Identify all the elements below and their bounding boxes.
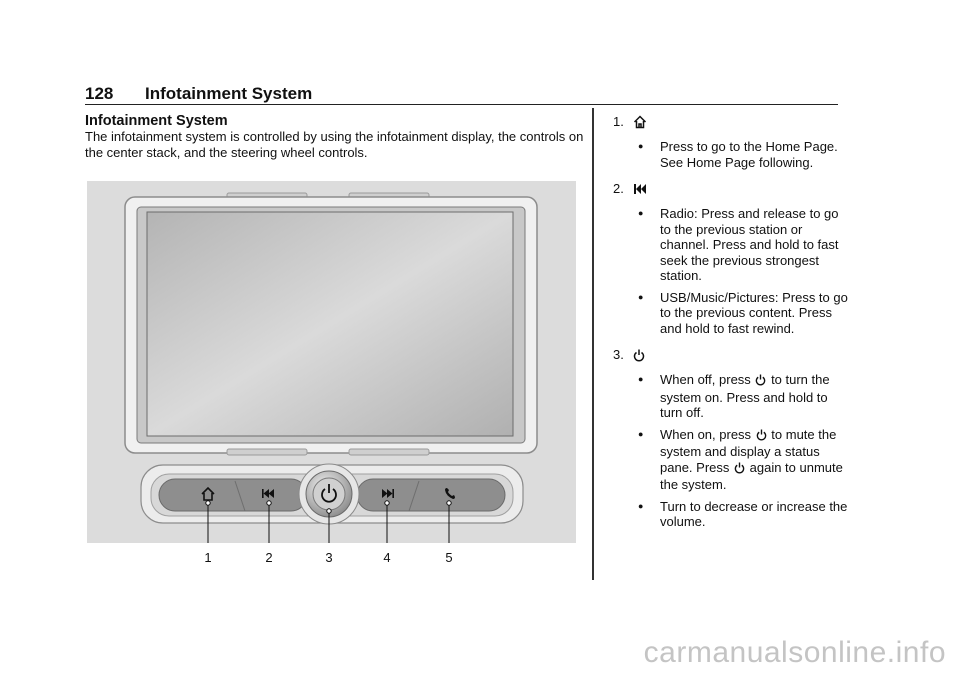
infotainment-illustration [87,181,576,543]
list-item-1: 1. [613,111,848,133]
callout-2: 2 [265,550,273,565]
bullet: ● When off, press to turn the system on.… [638,372,848,421]
header-title: Infotainment System [145,84,313,103]
page-header: 128 Infotainment System [85,84,838,105]
power-icon [755,374,766,390]
watermark: carmanualsonline.info [643,636,946,669]
bullet: ● Press to go to the Home Page. See Home… [638,139,848,170]
infotainment-unit-drawing [124,192,538,543]
bullet-dot: ● [638,291,644,302]
bullet-text: USB/Music/Pictures: Press to go to the p… [660,289,848,336]
bullet-dot: ● [638,374,644,384]
bullet-dot: ● [638,141,644,151]
callout-1: 1 [204,550,212,565]
callout-4: 4 [383,550,391,565]
power-icon [756,429,767,445]
list-item-3: 3. [613,344,848,366]
power-icon [633,349,645,362]
bullet-text-part: When on, press [660,426,752,442]
column-divider [592,108,594,580]
list-item-2: 2. [613,178,848,200]
bullet-text-part: again to unmute the system. [660,459,843,493]
bullet-text-part: status pane. Press [660,444,820,475]
intro-paragraph: The infotainment system is controlled by… [85,129,584,160]
callout-5: 5 [445,550,453,565]
item-number: 3. [613,347,624,363]
bullet-text-part: When off, press [660,372,751,387]
seek-back-icon [633,183,647,195]
bullet-dot: ● [638,428,644,439]
bullet-text: Press to go to the Home Page. See Home P… [660,139,838,170]
item-number: 1. [613,114,624,130]
bullet: ● Radio: Press and release to go to the … [638,206,848,284]
bullet-text-part: to mute the system and display a [660,426,837,460]
bullet-text: When off, press to turn the system on. P… [660,372,848,421]
page-number: 128 [85,84,114,103]
power-icon [734,462,745,478]
controls-list: 1. ● Press to go to the Home Page. See H… [613,111,848,530]
bullet-text: Radio: Press and release to go to the pr… [660,206,839,283]
item-number: 2. [613,181,624,197]
home-icon [633,115,647,129]
bullet-dot: ● [638,208,644,218]
bullet-text-part: to turn the system on. Press and hold to… [660,372,830,420]
bullet: ● Turn to decrease or increase the volum… [638,499,848,530]
callout-3: 3 [325,550,333,565]
bullet: ● When on, press to mute the system and … [638,427,848,493]
bullet-text: Turn to decrease or increase the volume. [660,498,848,530]
bullet-dot: ● [638,500,644,511]
bullet: ● USB/Music/Pictures: Press to go to the… [638,290,848,337]
home-button-icon [201,486,215,501]
bullet-text: When on, press to mute the system and di… [660,427,848,493]
section-heading: Infotainment System [85,113,228,129]
